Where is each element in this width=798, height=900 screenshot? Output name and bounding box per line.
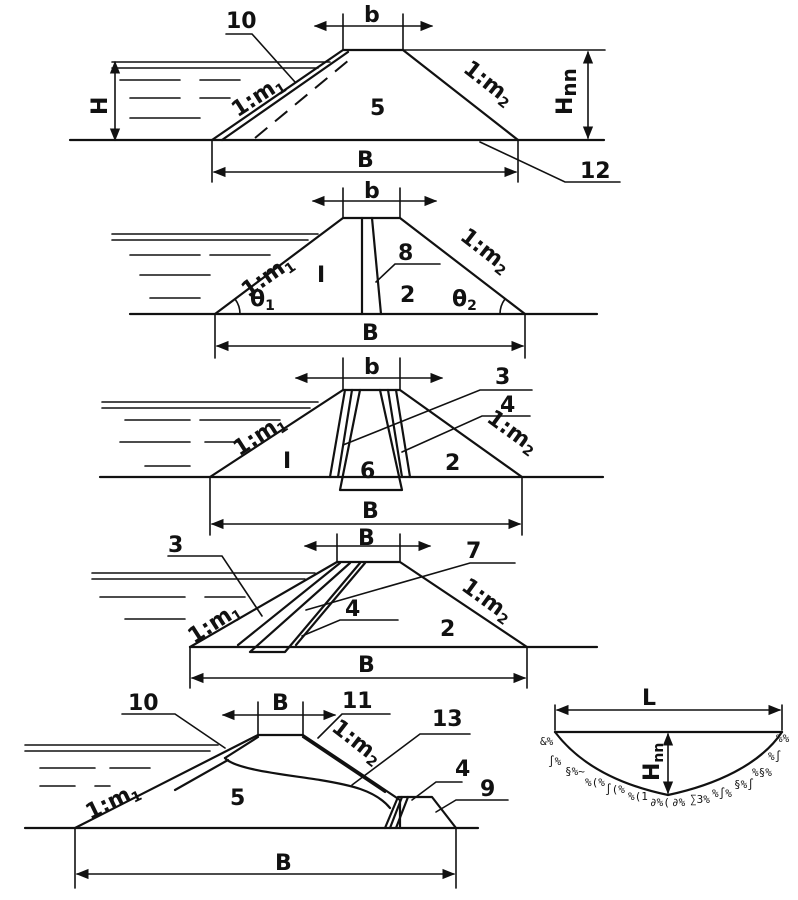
fig5-downstream-protection <box>301 735 387 794</box>
fig2-core <box>360 216 383 316</box>
fig1-facing-line <box>220 50 350 142</box>
fig4-inclined-filter-up <box>236 561 342 647</box>
fig4-inclined-filter-down <box>294 561 367 647</box>
fig4-callout-3: 3 <box>168 533 183 558</box>
svg-text:§%∫: §%∫ <box>734 778 754 791</box>
fig4-water-lines <box>91 572 316 620</box>
fig5-callout-9: 9 <box>480 777 495 802</box>
svg-text:%%: %% <box>776 732 790 745</box>
fig5-base-label: B <box>275 851 292 876</box>
svg-text:∂%: ∂% <box>672 796 686 809</box>
fig6-valley-profile <box>553 730 784 797</box>
fig3-crest-label: b <box>364 355 380 380</box>
fig2-zone-down-label: 2 <box>400 283 415 308</box>
fig2-water-lines <box>111 233 319 299</box>
fig3-zone-down-label: 2 <box>445 451 460 476</box>
fig1-water-lines <box>111 61 331 119</box>
fig3-base-label: B <box>362 499 379 524</box>
fig5-crest-label: B <box>272 691 289 716</box>
svg-text:%∫%: %∫% <box>712 787 732 800</box>
fig5-seepage-line <box>223 756 392 810</box>
svg-text:Hnn: Hnn <box>553 68 581 115</box>
svg-text:∑3%: ∑3% <box>690 793 710 806</box>
fig1-crest-label: b <box>364 3 380 28</box>
svg-text:%∫: %∫ <box>768 750 782 763</box>
fig2-base-label: B <box>362 321 379 346</box>
fig4-inclined-core <box>248 561 362 654</box>
fig5-upstream-protection <box>173 735 260 792</box>
fig3-filter-up <box>328 388 354 479</box>
fig1-height-label: Hnn <box>553 68 581 115</box>
fig2-zone-up-label: I <box>317 263 325 288</box>
svg-text:∂%(: ∂%( <box>650 796 670 809</box>
figure-4-inclined-core-dam: B 1:m1 1:m2 2 3 7 4 B <box>91 526 599 689</box>
fig6-depth-label: Hnn <box>640 743 667 781</box>
figure-3-zoned-dam: b 1:m1 1:m2 I 6 2 3 4 B <box>98 355 605 536</box>
svg-text:&%: &% <box>540 735 554 748</box>
fig3-upstream-slope-label: 1:m1 <box>229 410 291 464</box>
fig3-water-lines <box>101 401 319 467</box>
fig4-upstream-slope-label: 1:m1 <box>184 597 246 651</box>
svg-text:%(%: %(% <box>585 776 605 789</box>
svg-text:%§%: %§% <box>752 766 772 779</box>
fig5-upstream-slope-label: 1:m1 <box>82 778 145 827</box>
fig1-dam-outline <box>210 48 520 142</box>
svg-text:§%~: §%~ <box>565 765 585 778</box>
figure-2-core-dam: b 1:m1 1:m2 θ1 θ2 I 2 8 B <box>111 179 599 359</box>
fig3-core <box>338 388 404 492</box>
fig6-width-label: L <box>642 686 656 711</box>
fig1-zone-label: 5 <box>370 96 385 121</box>
fig3-dam-outline <box>208 388 524 479</box>
figure-6-valley-section: L Hnn &% ∫% §%~ %(% ∫(% %(1 ∂%( ∂% ∑3% %… <box>540 686 790 809</box>
fig1-phreatic-line <box>254 54 356 139</box>
fig5-zone-label: 5 <box>230 786 245 811</box>
fig3-filter-down <box>386 388 412 479</box>
fig5-callout-4: 4 <box>455 757 470 782</box>
fig4-zone-down-label: 2 <box>440 617 455 642</box>
fig2-angle-down-label: θ2 <box>452 287 477 314</box>
fig3-callout-3: 3 <box>495 365 510 390</box>
fig1-callout-12: 12 <box>580 159 611 184</box>
fig4-crest-label: B <box>358 526 375 551</box>
fig3-zone-up-label: I <box>283 449 291 474</box>
fig1-downstream-slope-label: 1:m2 <box>457 56 518 112</box>
fig5-callout-13: 13 <box>432 707 463 732</box>
figure-5-dam-with-drainage: B 1:m1 1:m2 5 10 11 13 4 9 B <box>23 689 509 889</box>
fig1-base-label: B <box>357 148 374 173</box>
fig5-water-lines <box>24 744 219 787</box>
fig3-zone-core-label: 6 <box>360 459 375 484</box>
fig2-downstream-slope-label: 1:m2 <box>454 224 515 280</box>
svg-text:Hnn: Hnn <box>640 743 667 781</box>
fig2-crest-label: b <box>364 179 380 204</box>
fig3-callout-4: 4 <box>500 393 515 418</box>
fig6-rock-hatching: &% ∫% §%~ %(% ∫(% %(1 ∂%( ∂% ∑3% %∫% §%∫… <box>540 732 790 809</box>
fig5-filter-layers <box>388 795 410 830</box>
fig2-callout-8: 8 <box>398 241 413 266</box>
fig4-base-label: B <box>358 653 375 678</box>
fig4-callout-4: 4 <box>345 597 360 622</box>
fig1-callout-10: 10 <box>226 9 257 34</box>
fig2-angle-up-label: θ1 <box>250 287 275 314</box>
fig5-downstream-slope-label: 1:m2 <box>325 715 386 771</box>
fig1-water-depth-label: H <box>88 97 113 115</box>
fig5-callout-10: 10 <box>128 691 159 716</box>
svg-text:%(1: %(1 <box>628 790 648 803</box>
svg-text:∫%: ∫% <box>548 755 562 768</box>
fig5-callout-11: 11 <box>342 689 373 714</box>
fig4-dam-outline <box>188 560 529 649</box>
figure-1-homogeneous-dam: b H Hnn 1:m1 1:m2 5 B 10 12 <box>68 3 621 184</box>
svg-text:∫(%: ∫(% <box>605 783 625 796</box>
fig4-callout-7: 7 <box>466 539 481 564</box>
